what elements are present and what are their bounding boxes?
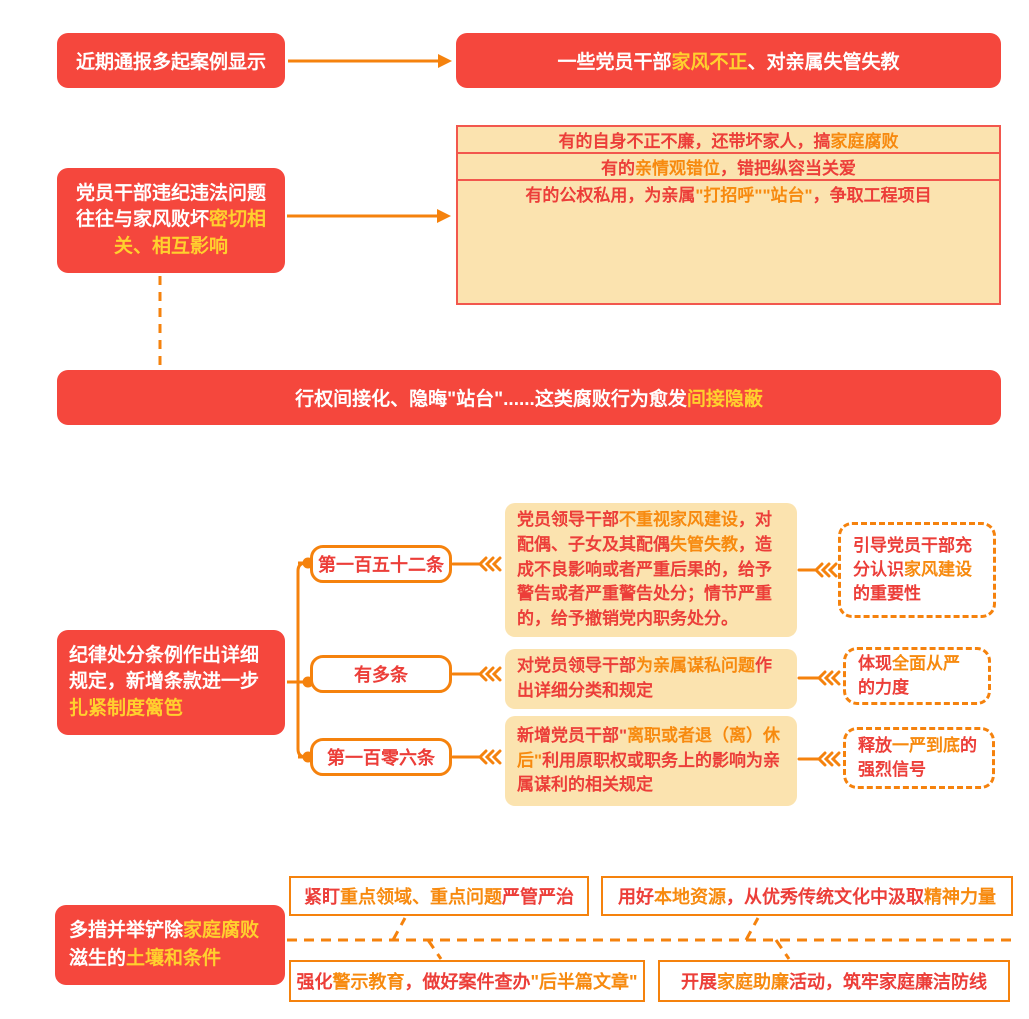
regulation-content-1-text: 党员领导干部不重视家风建设，对配偶、子女及其配偶失管失教，造成不良影响或者严重后… [517,510,772,628]
regulation-content-3-text: 新增党员干部"离职或者退（离）休后"利用原职权或职务上的影响为亲属谋利的相关规定 [517,726,781,795]
case-result-box: 一些党员干部家风不正、对亲属失管失教 [456,33,1001,88]
article-pill-multi: 有多条 [310,655,452,693]
measure-box-2: 用好本地资源，从优秀传统文化中汲取精神力量 [601,876,1013,916]
chevron-connector-note1 [797,562,838,578]
problem-item-1-text: 有的自身不正不廉，还带坏家人，搞家庭腐败 [558,132,899,151]
regulation-note-2: 体现全面从严的力度 [843,647,991,705]
regulation-source-text: 纪律处分条例作出详细规定，新增条款进一步扎紧制度篱笆 [69,644,260,719]
measures-source-text: 多措并举铲除家庭腐败滋生的土壤和条件 [69,920,260,969]
chevron-connector-note3 [797,751,841,767]
regulation-tree-bracket [287,557,314,763]
case-report-box: 近期通报多起案例显示 [57,33,285,88]
regulation-content-3: 新增党员干部"离职或者退（离）休后"利用原职权或职务上的影响为亲属谋利的相关规定 [505,716,797,806]
measure-box-1-text: 紧盯重点领域、重点问题严管严治 [304,887,574,907]
chevron-connector-note2 [797,670,841,686]
chevron-connector-row3 [451,749,502,765]
measure-box-3-text: 强化警示教育，做好案件查办"后半篇文章" [296,972,638,992]
regulation-note-3: 释放一严到底的强烈信号 [843,727,995,789]
measure-box-2-text: 用好本地资源，从优秀传统文化中汲取精神力量 [618,887,996,907]
dashed-measures-line [287,917,1012,960]
regulation-note-3-text: 释放一严到底的强烈信号 [858,736,977,779]
measure-box-1: 紧盯重点领域、重点问题严管严治 [289,876,589,916]
regulation-note-1-text: 引导党员干部充分认识家风建设的重要性 [853,536,972,603]
case-result-text: 一些党员干部家风不正、对亲属失管失教 [557,52,900,73]
measure-box-4-text: 开展家庭助廉活动，筑牢家庭廉洁防线 [681,972,987,992]
conclusion-banner-text: 行权间接化、隐晦"站台"......这类腐败行为愈发间接隐蔽 [295,389,763,410]
chevron-connector-row1 [451,556,502,572]
problem-source-text: 党员干部违纪违法问题往往与家风败坏密切相关、相互影响 [75,182,267,257]
measure-box-4: 开展家庭助廉活动，筑牢家庭廉洁防线 [658,960,1010,1002]
measures-source-box: 多措并举铲除家庭腐败滋生的土壤和条件 [55,905,285,985]
article-pill-106: 第一百零六条 [310,738,452,776]
arrow-problem-to-list [287,209,451,223]
conclusion-banner: 行权间接化、隐晦"站台"......这类腐败行为愈发间接隐蔽 [57,370,1001,425]
arrow-case-to-result [288,54,452,68]
measure-box-3: 强化警示教育，做好案件查办"后半篇文章" [289,960,645,1002]
regulation-note-2-text: 体现全面从严的力度 [858,654,960,697]
regulation-content-2-text: 对党员领导干部为亲属谋私问题作出详细分类和规定 [517,656,772,700]
problem-item-2: 有的亲情观错位，错把纵容当关爱 [458,154,999,181]
article-pill-152: 第一百五十二条 [310,545,452,583]
regulation-source-box: 纪律处分条例作出详细规定，新增条款进一步扎紧制度篱笆 [57,630,285,735]
problem-source-box: 党员干部违纪违法问题往往与家风败坏密切相关、相互影响 [57,168,285,273]
problem-item-3-text: 有的公权私用，为亲属"打招呼""站台"，争取工程项目 [525,186,932,205]
regulation-content-2: 对党员领导干部为亲属谋私问题作出详细分类和规定 [505,649,797,709]
regulation-content-1: 党员领导干部不重视家风建设，对配偶、子女及其配偶失管失教，造成不良影响或者严重后… [505,503,797,637]
chevron-connector-row2 [451,666,502,682]
problem-item-3: 有的公权私用，为亲属"打招呼""站台"，争取工程项目 [458,181,999,206]
regulation-note-1: 引导党员干部充分认识家风建设的重要性 [838,522,996,618]
problem-item-2-text: 有的亲情观错位，错把纵容当关爱 [601,159,856,178]
problem-item-1: 有的自身不正不廉，还带坏家人，搞家庭腐败 [458,127,999,154]
problem-list: 有的自身不正不廉，还带坏家人，搞家庭腐败 有的亲情观错位，错把纵容当关爱 有的公… [456,125,1001,305]
